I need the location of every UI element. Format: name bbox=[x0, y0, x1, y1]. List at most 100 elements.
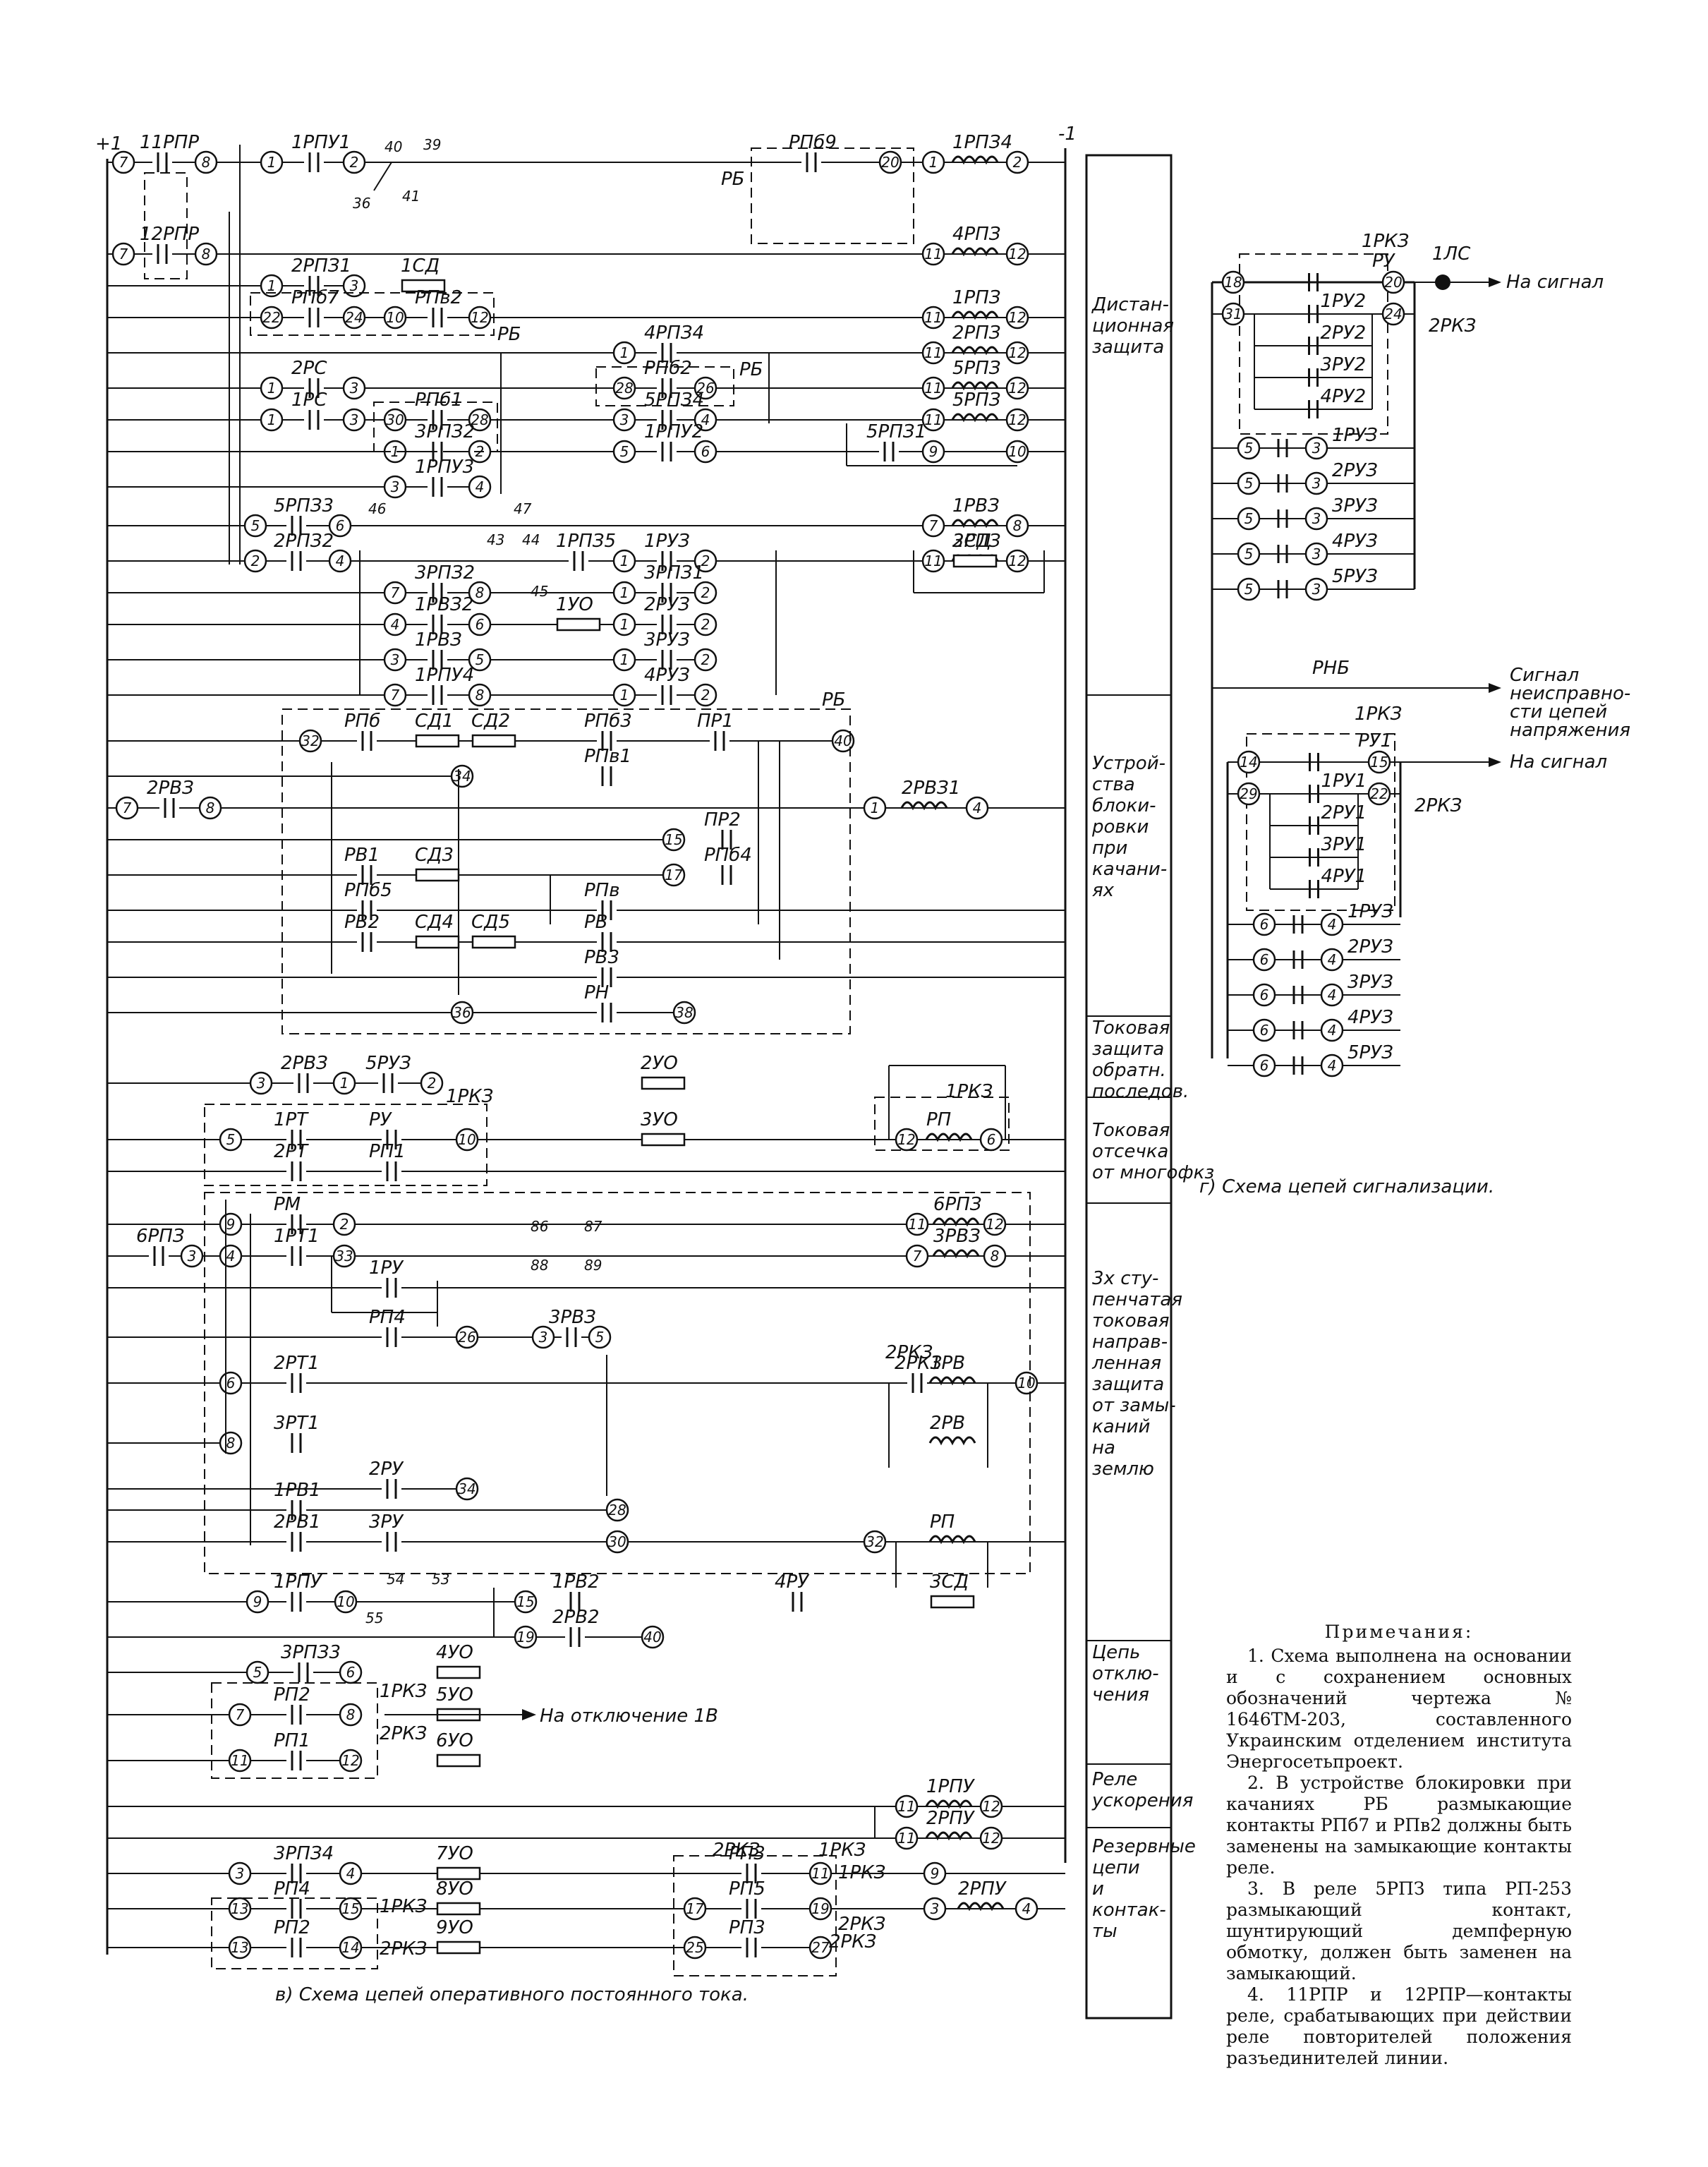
element-label: 5РУЗ bbox=[1332, 566, 1378, 587]
coil-symbol bbox=[932, 1217, 980, 1227]
relay-boxes bbox=[144, 147, 1031, 1976]
terminal-node bbox=[895, 1826, 919, 1850]
element-label: ПР1 bbox=[697, 711, 734, 732]
element-label: РУ bbox=[1372, 250, 1396, 272]
element-label: 1РУЗ bbox=[644, 531, 690, 552]
terminal-node bbox=[1005, 549, 1029, 573]
element-label: ПР2 bbox=[704, 809, 741, 831]
element-label: 2РКЗ bbox=[895, 1353, 942, 1374]
terminal-number: 5 bbox=[620, 443, 629, 460]
minus-rail-label: -1 bbox=[1058, 123, 1077, 145]
terminal-number: 3 bbox=[931, 1900, 940, 1917]
terminal-node bbox=[332, 1244, 356, 1268]
element-label: 1РВЗ bbox=[952, 495, 1000, 517]
terminal-number: 2 bbox=[251, 553, 260, 569]
element-label: 1РУ1 bbox=[1321, 771, 1367, 792]
terminal-node bbox=[1005, 150, 1029, 174]
terminal-number: 3 bbox=[1312, 510, 1321, 527]
relay-group-label: 2РКЗ bbox=[829, 1931, 876, 1952]
element-label: РПб9 bbox=[789, 132, 837, 153]
terminal-number: 6 bbox=[1260, 1057, 1269, 1074]
terminal-number: 1 bbox=[267, 154, 277, 171]
relay-group-label: 2РКЗ bbox=[838, 1914, 885, 1935]
element-label: 3РУЗ bbox=[1347, 972, 1393, 993]
relay-group-label: 1РКЗ bbox=[380, 1681, 427, 1702]
note-item: 1. Схема выполнена на основании и с сохр… bbox=[1226, 1646, 1572, 1772]
terminal-number: 8 bbox=[346, 1706, 356, 1723]
terminal-number: 2 bbox=[701, 584, 710, 601]
terminal-number: 12 bbox=[1008, 553, 1026, 569]
terminal-number: 6 bbox=[1260, 986, 1269, 1003]
terminal-number: 28 bbox=[615, 380, 633, 397]
element-label: 3РПЗ4 bbox=[274, 1843, 334, 1864]
contact-number: 40 bbox=[384, 138, 402, 155]
terminal-node bbox=[808, 1936, 832, 1960]
terminal-number: 8 bbox=[202, 154, 211, 171]
element-label: РП4 bbox=[369, 1307, 406, 1328]
terminal-node bbox=[662, 828, 686, 852]
element-label: 1РУЗ bbox=[1332, 425, 1378, 446]
terminal-number: 19 bbox=[516, 1629, 534, 1646]
terminal-number: 12 bbox=[986, 1216, 1003, 1233]
element-label: 4РУ1 bbox=[1321, 866, 1367, 887]
terminal-number: 6 bbox=[476, 616, 485, 633]
terminal-node bbox=[420, 1071, 444, 1095]
terminal-node bbox=[694, 612, 717, 636]
terminal-number: 3 bbox=[350, 380, 359, 397]
element-label: РПб bbox=[344, 711, 380, 732]
resistor-symbol bbox=[401, 279, 446, 293]
terminal-number: 1 bbox=[929, 154, 938, 171]
coil-symbol bbox=[951, 381, 999, 391]
terminal-node bbox=[342, 376, 366, 400]
trip-arrow: На отключение 1В bbox=[384, 1706, 718, 1727]
terminal-node bbox=[694, 440, 717, 464]
coil-symbol bbox=[932, 1249, 980, 1259]
element-label: РВ bbox=[584, 912, 608, 933]
element-label: 5РПЗ4 bbox=[644, 390, 704, 411]
terminal-number: 11 bbox=[908, 1216, 926, 1233]
terminal-node bbox=[694, 581, 717, 605]
element-label: СД2 bbox=[471, 711, 510, 732]
coil-symbol bbox=[951, 346, 999, 356]
element-label: РВ1 bbox=[344, 845, 380, 866]
relay-group-label: 1РКЗ bbox=[380, 1896, 427, 1917]
element-label: 11РПР bbox=[140, 132, 199, 153]
terminal-node bbox=[111, 242, 135, 266]
terminal-node bbox=[921, 150, 945, 174]
resistor-symbol bbox=[436, 1902, 481, 1916]
terminal-number: 6 bbox=[346, 1664, 356, 1681]
terminal-node bbox=[694, 648, 717, 672]
terminal-number: 10 bbox=[458, 1131, 476, 1148]
plus-rail-label: +1 bbox=[95, 133, 122, 155]
resistor-symbol bbox=[436, 1866, 481, 1881]
resistor-symbol bbox=[641, 1133, 686, 1147]
relay-group-label: 2РКЗ bbox=[380, 1723, 427, 1744]
terminal-number: 9 bbox=[929, 443, 938, 460]
terminal-node bbox=[383, 581, 407, 605]
terminal-node bbox=[514, 1625, 538, 1649]
terminal-node bbox=[339, 1703, 363, 1727]
terminal-number: 1 bbox=[620, 344, 629, 361]
element-label: РПб7 bbox=[291, 287, 339, 308]
notes-block: Примечания: 1. Схема выполнена на основа… bbox=[1226, 1622, 1572, 2069]
element-label: 2РУЗ bbox=[644, 594, 690, 615]
terminal-number: 9 bbox=[253, 1593, 262, 1610]
terminal-number: 6 bbox=[336, 517, 345, 534]
terminal-number: 22 bbox=[262, 309, 280, 326]
terminal-number: 4 bbox=[346, 1865, 356, 1882]
terminal-node bbox=[198, 796, 222, 820]
terminal-number: 1 bbox=[620, 584, 629, 601]
signal-relay-2: 1РКЗ bbox=[1355, 704, 1402, 725]
terminal-node bbox=[1252, 1054, 1276, 1078]
terminal-node bbox=[468, 408, 492, 432]
terminal-node bbox=[1014, 1897, 1038, 1921]
terminal-node bbox=[979, 1794, 1003, 1818]
terminal-number: 32 bbox=[301, 732, 319, 749]
element-label: 1УО bbox=[556, 594, 593, 615]
